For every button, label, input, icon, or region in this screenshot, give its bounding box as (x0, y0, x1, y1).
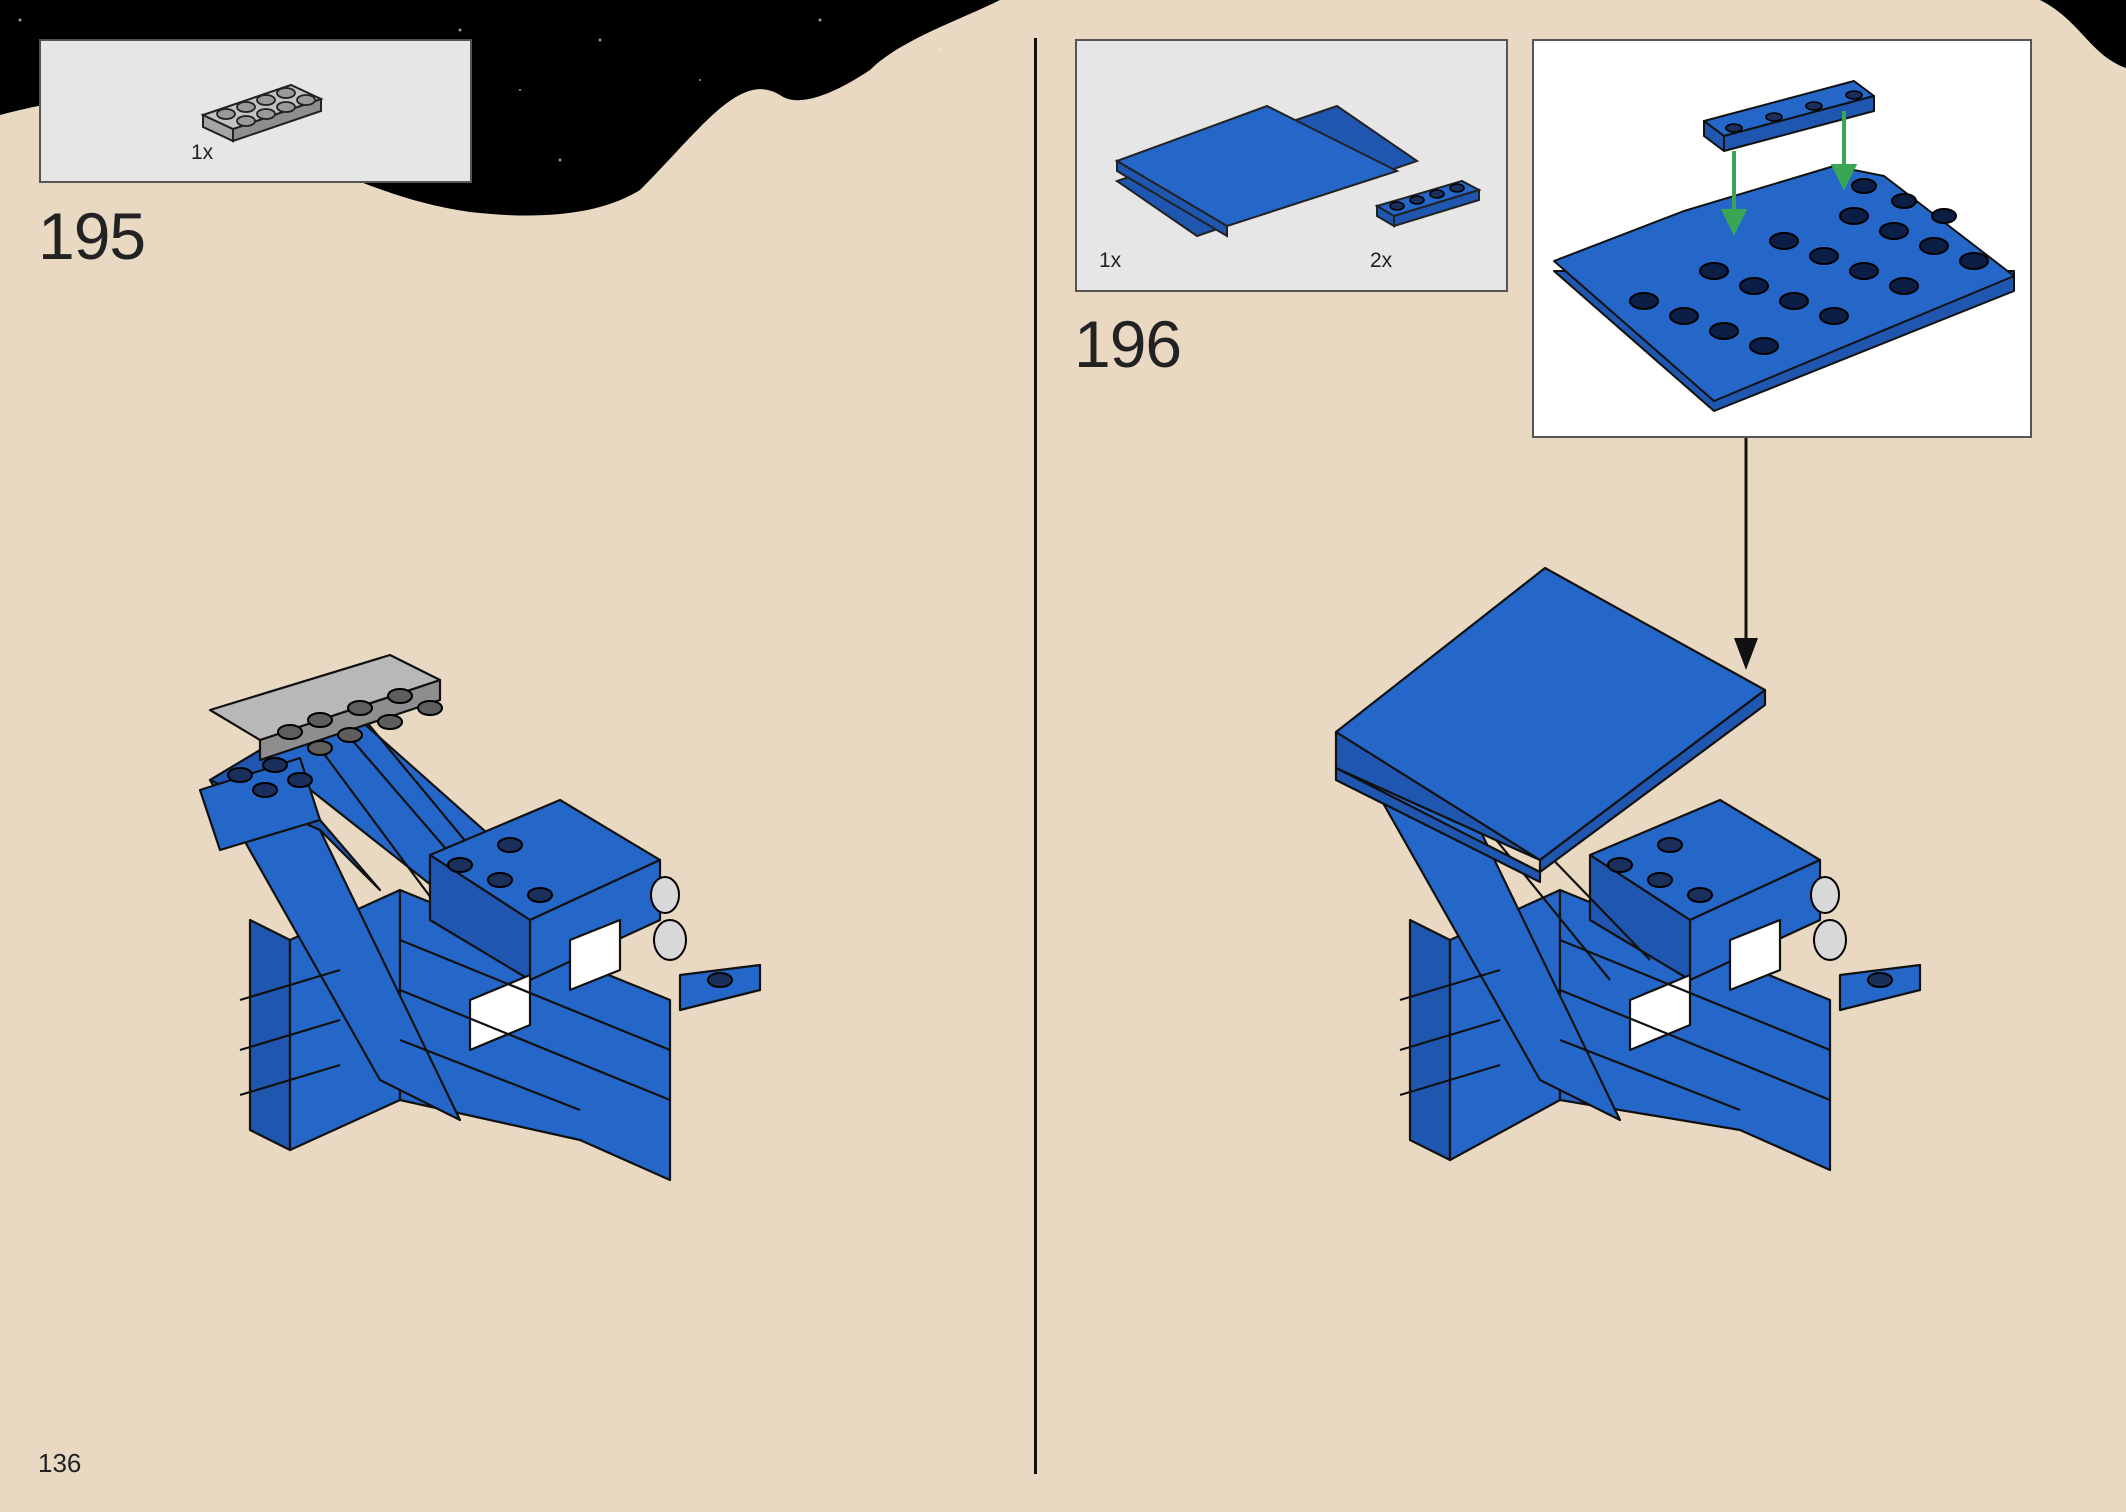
grey-plate-2x4-icon (200, 83, 324, 143)
subassembly-callout (1532, 39, 2032, 438)
parts-list-step-195: 1x (39, 39, 472, 183)
part-quantity: 2x (1370, 249, 1393, 272)
blue-slope-large-icon (1114, 104, 1420, 238)
model-assembly-step-195 (198, 653, 762, 1182)
part-quantity: 1x (191, 141, 214, 164)
page-number: 136 (38, 1448, 82, 1478)
step-number-196: 196 (1074, 307, 1182, 381)
down-arrow-icon (1734, 438, 1758, 670)
blue-plate-1x4-icon (1374, 179, 1482, 228)
green-arrows (1720, 111, 1858, 236)
model-assembly-step-196 (1334, 566, 1922, 1172)
parts-list-step-196: 1x 2x (1075, 39, 1508, 292)
page-divider (1034, 38, 1037, 1474)
step-number-195: 195 (38, 199, 146, 273)
subassembly-diagram (1553, 80, 2015, 412)
part-quantity: 1x (1099, 249, 1122, 272)
